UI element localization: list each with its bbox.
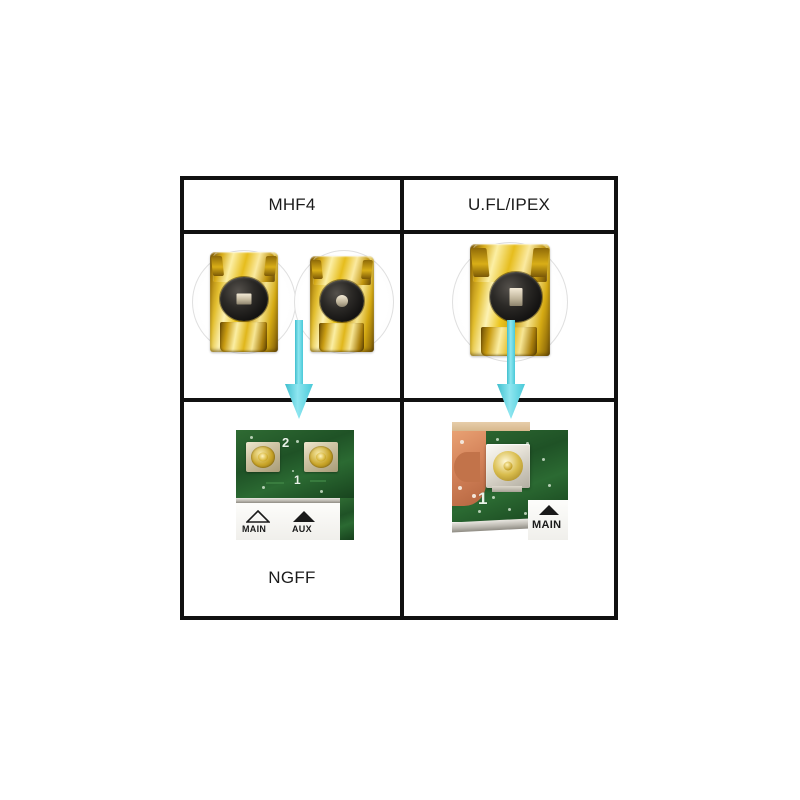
header-cell-ufl: U.FL/IPEX: [404, 180, 614, 230]
connector-pin: [509, 287, 523, 306]
pcb-via: [496, 438, 499, 441]
copper-pad-hole: [458, 486, 462, 490]
connector-skirt: [318, 323, 364, 352]
photo-cell-ufl: [404, 234, 614, 398]
triangle-solid-icon: [539, 505, 559, 515]
connector-skirt: [481, 326, 538, 356]
pcb-via: [492, 496, 495, 499]
pcb-via: [262, 486, 265, 489]
ngff-board-photo: 2 1 MAIN AUX: [236, 430, 354, 540]
board-top-strip: [452, 422, 530, 431]
pcb-via: [296, 440, 299, 443]
connector-pin: [503, 461, 513, 471]
connector-core: [258, 452, 268, 462]
mhf4-connector-angled-icon: [310, 256, 374, 352]
silkscreen-number-1: 1: [294, 473, 301, 487]
connector-skirt: [219, 322, 268, 352]
pcb-via: [524, 512, 527, 515]
triangle-outline-icon: [246, 510, 270, 523]
header-label-mhf4: MHF4: [268, 195, 316, 214]
connector-core: [316, 452, 326, 462]
copper-pour-arc: [454, 452, 480, 482]
connector-bore: [220, 277, 268, 321]
photo-row-divider: [184, 398, 614, 402]
ngff-antenna-connector-2: [246, 442, 280, 472]
board-cell-ngff: 2 1 MAIN AUX NGFF: [184, 402, 400, 616]
connector-bore: [490, 271, 543, 322]
minipcie-board-photo: 1 MAIN: [452, 422, 568, 540]
header-row-divider: [184, 230, 614, 234]
connector-prong-right: [530, 248, 550, 278]
pcb-via: [250, 436, 253, 439]
silkscreen-number-1: 1: [478, 489, 488, 508]
pcb-via: [320, 490, 323, 493]
connector-prong-right: [264, 256, 278, 276]
shield-can-edge: [236, 498, 348, 503]
port-label-main: MAIN: [532, 519, 562, 531]
mhf4-connector-front-icon: [210, 252, 278, 352]
pcb-via: [526, 442, 529, 445]
header-cell-mhf4: MHF4: [184, 180, 400, 230]
triangle-solid-icon: [293, 511, 315, 522]
ngff-antenna-connector-1: [304, 442, 338, 472]
port-label-main: MAIN: [242, 524, 267, 534]
board-cell-minipcie: 1 MAIN: [404, 402, 614, 616]
connector-bore: [320, 280, 364, 323]
pcb-via: [548, 484, 551, 487]
board-caption-ngff: NGFF: [268, 568, 316, 587]
connector-pin: [336, 295, 348, 308]
connector-prong-left: [470, 248, 490, 278]
copper-pad-hole: [472, 494, 476, 498]
pcb-trace: [266, 482, 284, 484]
photo-cell-mhf4: [184, 234, 400, 398]
pcb-via: [508, 508, 511, 511]
minipcie-ufl-connector: [486, 444, 530, 488]
copper-pad-hole: [460, 440, 464, 444]
connector-comparison-table: MHF4 U.FL/IPEX: [180, 176, 618, 620]
column-divider: [400, 180, 404, 616]
module-label-plate: [236, 502, 340, 540]
ufl-connector-front-icon: [470, 244, 550, 356]
connector-prong-right: [360, 259, 374, 280]
pcb-trace: [310, 480, 326, 482]
pcb-via: [542, 458, 545, 461]
silkscreen-number-2: 2: [282, 435, 290, 450]
pcb-via: [478, 510, 481, 513]
connector-prong-left: [310, 259, 324, 280]
header-label-ufl: U.FL/IPEX: [467, 195, 551, 214]
connector-solder-tab: [492, 486, 522, 492]
connector-pin: [236, 293, 252, 305]
port-label-aux: AUX: [292, 524, 312, 534]
connector-prong-left: [210, 256, 224, 276]
pcb-substrate-right-strip: [340, 498, 354, 540]
pcb-via: [292, 470, 294, 472]
